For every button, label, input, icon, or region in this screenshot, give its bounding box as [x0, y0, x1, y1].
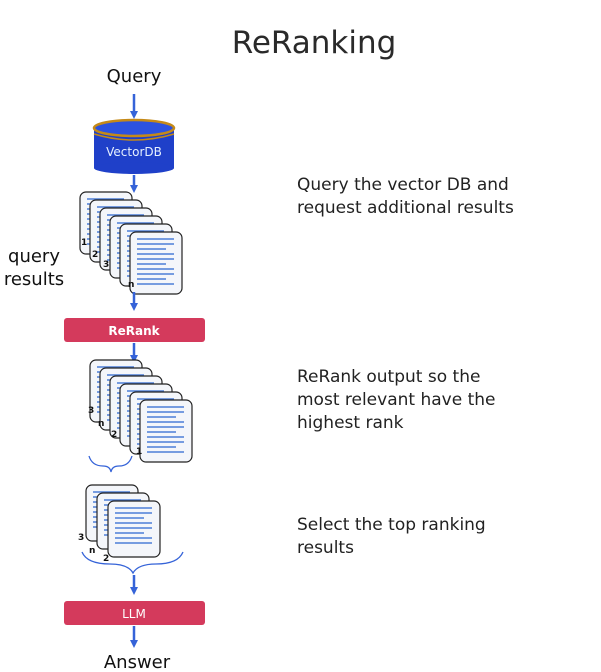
llm-label: LLM	[122, 607, 146, 621]
rank-label: 1	[81, 238, 87, 248]
rank-label: 2	[103, 554, 109, 564]
selected-results-brace	[81, 551, 184, 575]
query-results-stack	[79, 191, 183, 295]
document-icon	[107, 500, 161, 558]
rank-label: n	[98, 419, 104, 429]
rank-label: n	[128, 280, 134, 290]
query-results-label-line2: results	[4, 269, 64, 290]
top-results-brace	[88, 455, 133, 473]
rank-label: n	[89, 546, 95, 556]
query-results-label-line1: query	[8, 246, 60, 267]
query-label: Query	[107, 66, 162, 87]
step1-description-line1: Query the vector DB and	[297, 175, 509, 195]
reranked-results-stack	[89, 359, 193, 463]
vector-db-label: VectorDB	[106, 145, 162, 159]
rank-label: 3	[78, 533, 84, 543]
rank-label: 2	[92, 250, 98, 260]
llm-box	[64, 601, 205, 625]
step1-description-line2: request additional results	[297, 198, 514, 218]
rank-label: 3	[88, 406, 94, 416]
vector-db-icon: VectorDB	[92, 118, 176, 174]
rank-label: 1	[136, 447, 142, 457]
answer-label: Answer	[104, 652, 171, 672]
rerank-label: ReRank	[108, 324, 160, 338]
page-title: ReRanking	[232, 25, 397, 61]
rank-label: 2	[111, 430, 117, 440]
document-icon	[129, 231, 183, 295]
step2-description-line3: highest rank	[297, 413, 404, 433]
rank-label: 3	[103, 260, 109, 270]
step2-description-line2: most relevant have the	[297, 390, 495, 410]
step2-description-line1: ReRank output so the	[297, 367, 480, 387]
rerank-box	[64, 318, 205, 342]
document-icon	[139, 399, 193, 463]
selected-results-stack	[85, 484, 161, 558]
step3-description-line2: results	[297, 538, 354, 558]
step3-description-line1: Select the top ranking	[297, 515, 486, 535]
